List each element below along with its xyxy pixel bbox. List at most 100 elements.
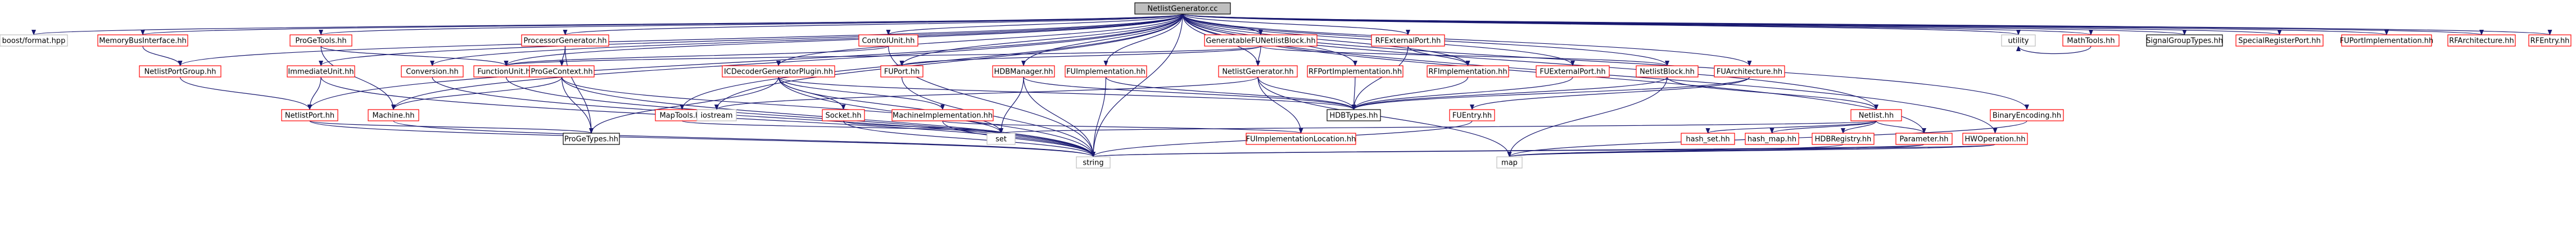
node-utility: utility (2001, 34, 2036, 47)
node-box (858, 34, 918, 47)
node-box (139, 65, 221, 78)
node-label: NetlistGenerator.hh (1222, 68, 1293, 76)
node-fuentry-hh[interactable]: FUEntry.hh (1449, 109, 1495, 121)
edge-n9-n10 (504, 46, 889, 66)
node-fuimplementation-hh[interactable]: FUImplementation.hh (1065, 65, 1147, 78)
node-memorybusinterface-hh[interactable]: MemoryBusInterface.hh (97, 34, 188, 47)
edge-n3-n4 (179, 76, 312, 110)
nodes-layer: NetlistGenerator.cc boost/format.hpp Memor… (0, 2, 2572, 169)
edge-n12-n34 (561, 76, 1003, 134)
edge-n5-n10 (320, 46, 509, 66)
node-box (1681, 133, 1735, 145)
node-box (986, 133, 1016, 145)
edge-n18-n33 (942, 120, 1303, 134)
node-controlunit-hh[interactable]: ControlUnit.hh (858, 34, 918, 47)
node-signalgrouptypes-hh[interactable]: SignalGroupTypes.hh (2146, 34, 2223, 47)
node-label: FUPortImplementation.hh (2340, 37, 2434, 46)
node-parameter-hh[interactable]: Parameter.hh (1895, 133, 1953, 145)
node-box (1065, 65, 1147, 78)
edge-n4-n39 (309, 120, 1095, 157)
edge-n25-n26 (1407, 46, 1470, 66)
node-rfexternalport-hh[interactable]: RFExternalPort.hh (1371, 34, 1445, 47)
node-processorgenerator-hh[interactable]: ProcessorGenerator.hh (521, 34, 609, 47)
node-rfportimplementation-hh[interactable]: RFPortImplementation.hh (1307, 65, 1404, 78)
node-label: RFEntry.hh (2530, 37, 2570, 46)
edge-n0-n1 (32, 13, 1183, 35)
node-iostream: iostream (696, 109, 737, 121)
node-hdbregistry-hh[interactable]: HDBRegistry.hh (1812, 133, 1875, 145)
edge-n0-n48 (1182, 13, 2029, 110)
edge-n42-n41 (2016, 46, 2091, 55)
node-icdecodergeneratorplugin-hh[interactable]: ICDecoderGeneratorPlugin.hh (722, 65, 835, 78)
node-label: ProcessorGenerator.hh (523, 37, 606, 46)
node-rfimplementation-hh[interactable]: RFImplementation.hh (1427, 65, 1509, 78)
node-immediateunit-hh[interactable]: ImmediateUnit.hh (287, 65, 355, 78)
node-box (1327, 109, 1381, 121)
node-netlistgenerator-hh[interactable]: NetlistGenerator.hh (1218, 65, 1298, 78)
node-mathtools-hh[interactable]: MathTools.hh (2062, 34, 2120, 47)
node-functionunit-hh[interactable]: FunctionUnit.hh (473, 65, 539, 78)
node-netlistportgroup-hh[interactable]: NetlistPortGroup.hh (139, 65, 221, 78)
node-fuportimplementation-hh[interactable]: FUPortImplementation.hh (2340, 34, 2434, 47)
node-label: FUEntry.hh (1452, 112, 1492, 120)
node-hash-map-hh[interactable]: hash_map.hh (1745, 133, 1799, 145)
node-progetypes-hh[interactable]: ProGeTypes.hh (563, 133, 620, 145)
edge-n20-n10 (504, 46, 1261, 66)
node-fuimplementationlocation-hh[interactable]: FUImplementationLocation.hh (1246, 133, 1356, 145)
node-machine-hh[interactable]: Machine.hh (368, 109, 419, 121)
node-label: Conversion.hh (406, 68, 459, 76)
node-box (529, 65, 595, 78)
edge-n8-n39 (393, 120, 1095, 157)
node-binaryencoding-hh[interactable]: BinaryEncoding.hh (1990, 109, 2064, 121)
node-fuport-hh[interactable]: FUPort.hh (880, 65, 923, 78)
node-label: MemoryBusInterface.hh (99, 37, 187, 46)
edge-n49-n39 (1092, 144, 1996, 157)
node-netlistblock-hh[interactable]: NetlistBlock.hh (1636, 65, 1699, 78)
node-hdbmanager-hh[interactable]: HDBManager.hh (992, 65, 1055, 78)
node-box (1218, 65, 1298, 78)
edge-n22-n32 (1105, 76, 1356, 110)
edge-n27-n32 (1351, 76, 1573, 110)
node-conversion-hh[interactable]: Conversion.hh (401, 65, 464, 78)
node-label: iostream (700, 112, 732, 120)
edge-n14-n13 (589, 76, 779, 134)
node-box (1714, 65, 1785, 78)
edge-n14-n34 (778, 76, 1003, 134)
node-rfarchitecture-hh[interactable]: RFArchitecture.hh (2447, 34, 2516, 47)
edge-n23-n33 (1257, 76, 1303, 134)
edge-n31-n36 (1769, 120, 1877, 134)
node-netlistgenerator-cc[interactable]: NetlistGenerator.cc (1134, 2, 1231, 15)
node-rfentry-hh[interactable]: RFEntry.hh (2528, 34, 2572, 47)
node-machineimplementation-hh[interactable]: MachineImplementation.hh (891, 109, 994, 121)
edge-n0-n29 (1182, 13, 1752, 66)
node-label: boost/format.hpp (2, 37, 66, 46)
node-label: hash_set.hh (1686, 135, 1730, 144)
node-maptools-hh[interactable]: MapTools.hh (655, 109, 709, 121)
node-fuarchitecture-hh[interactable]: FUArchitecture.hh (1714, 65, 1785, 78)
node-hash-set-hh[interactable]: hash_set.hh (1681, 133, 1735, 145)
edge-n0-n14 (776, 13, 1183, 66)
node-socket-hh[interactable]: Socket.hh (822, 109, 865, 121)
node-label: utility (2008, 37, 2029, 46)
edge-n29-n30 (1470, 76, 1750, 110)
node-fuexternalport-hh[interactable]: FUExternalPort.hh (1536, 65, 1610, 78)
edge-n0-n44 (1182, 13, 2281, 35)
edge-n0-n21 (1021, 13, 1183, 66)
node-specialregisterport-hh[interactable]: SpecialRegisterPort.hh (2235, 34, 2324, 47)
node-progetools-hh[interactable]: ProGeTools.hh (289, 34, 352, 47)
node-box (2528, 34, 2572, 47)
node-netlist-hh[interactable]: Netlist.hh (1850, 109, 1902, 121)
node-generatablefunetlistblock-hh[interactable]: GeneratableFUNetlistBlock.hh (1204, 34, 1318, 47)
node-hdbtypes-hh[interactable]: HDBTypes.hh (1327, 109, 1381, 121)
node-hwoperation-hh[interactable]: HWOperation.hh (1962, 133, 2028, 145)
edge-n0-n2 (141, 13, 1183, 35)
node-box (2447, 34, 2516, 47)
edge-n14-n32 (778, 76, 1356, 110)
node-label: RFExternalPort.hh (1375, 37, 1441, 46)
edge-n25-n32 (1351, 46, 1409, 110)
node-box (1536, 65, 1610, 78)
node-box (1496, 156, 1523, 169)
node-progecontext-hh[interactable]: ProGeContext.hh (529, 65, 595, 78)
node-netlistport-hh[interactable]: NetlistPort.hh (281, 109, 338, 121)
